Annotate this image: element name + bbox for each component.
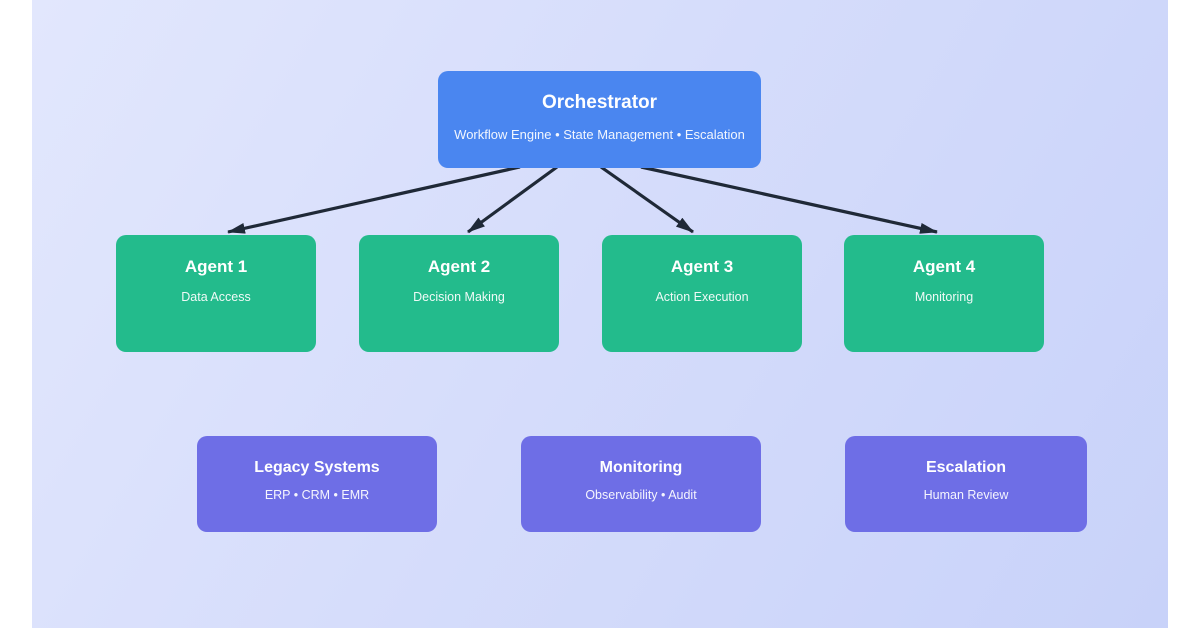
orchestrator-title: Orchestrator [541, 92, 658, 113]
agent-1-node: Agent 1 Data Access [116, 235, 316, 352]
escalation-title: Escalation [925, 459, 1007, 476]
legacy-systems-node: Legacy Systems ERP • CRM • EMR [197, 436, 437, 532]
arrow-orchestrator-to-agent-1 [227, 165, 521, 234]
monitoring-title: Monitoring [599, 459, 683, 476]
escalation-subtitle: Human Review [923, 488, 1009, 503]
agent-4-node: Agent 4 Monitoring [844, 235, 1044, 352]
monitoring-node: Monitoring Observability • Audit [521, 436, 761, 532]
agent-3-title: Agent 3 [670, 257, 734, 276]
orchestrator-node: Orchestrator Workflow Engine • State Man… [438, 71, 761, 168]
legacy-systems-subtitle: ERP • CRM • EMR [264, 488, 370, 503]
agent-2-node: Agent 2 Decision Making [359, 235, 559, 352]
monitoring-subtitle: Observability • Audit [585, 488, 697, 503]
arrow-orchestrator-to-agent-2 [467, 165, 558, 234]
agent-3-subtitle: Action Execution [655, 290, 749, 305]
diagram-canvas: Orchestrator Workflow Engine • State Man… [32, 0, 1168, 628]
agent-1-subtitle: Data Access [181, 290, 251, 305]
agent-1-title: Agent 1 [184, 257, 248, 276]
agent-3-node: Agent 3 Action Execution [602, 235, 802, 352]
arrow-orchestrator-to-agent-3 [600, 165, 694, 234]
agent-4-title: Agent 4 [912, 257, 976, 276]
agent-4-subtitle: Monitoring [914, 290, 974, 305]
orchestrator-subtitle: Workflow Engine • State Management • Esc… [454, 126, 745, 142]
agent-2-subtitle: Decision Making [413, 290, 505, 305]
arrow-orchestrator-to-agent-4 [640, 165, 938, 234]
legacy-systems-title: Legacy Systems [254, 459, 380, 476]
escalation-node: Escalation Human Review [845, 436, 1087, 532]
agent-2-title: Agent 2 [427, 257, 491, 276]
